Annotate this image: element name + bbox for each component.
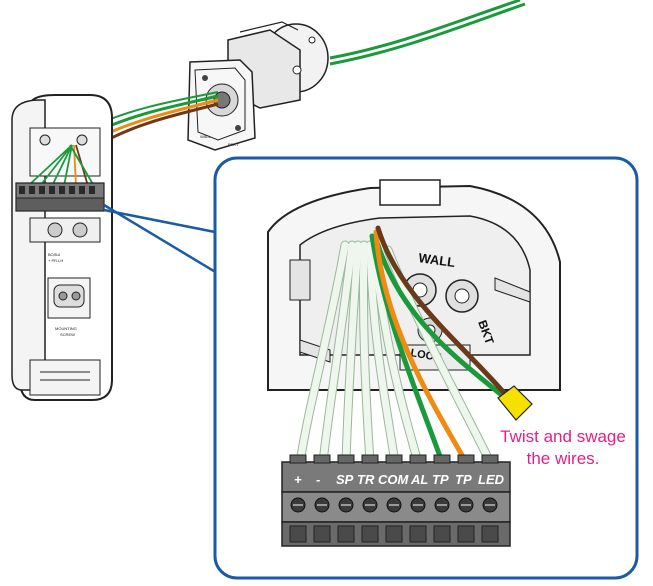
instruction-line-2: the wires. — [526, 449, 600, 468]
terminal-label-led: LED — [478, 472, 505, 487]
terminal-label-plus: + — [294, 472, 302, 487]
twist-swage-instruction: Twist and swage the wires. — [478, 426, 648, 470]
svg-text:BRKT: BRKT — [228, 142, 239, 147]
brown-wire — [375, 225, 513, 403]
mounting-bracket: WALL BRKT — [187, 59, 256, 151]
terminal-screw-icon — [290, 497, 498, 513]
incoming-cable — [329, 0, 526, 66]
svg-text:SCREW: SCREW — [60, 332, 75, 337]
terminal-label-com: COM — [378, 472, 410, 487]
enclosure-closeup: WALL BKT LOCK — [267, 179, 561, 391]
terminal-label-tr: TR — [357, 472, 375, 487]
terminal-label-minus: - — [316, 472, 320, 487]
active-wires — [369, 225, 513, 465]
svg-text:ВОЛШ: ВОЛШ — [48, 252, 60, 257]
terminal-label-tp2: TP — [455, 472, 472, 487]
green-wire-2 — [372, 233, 508, 401]
terminal-block: + - SP TR COM AL TP TP LED — [281, 454, 511, 547]
terminal-label-al: AL — [410, 472, 428, 487]
orange-wire — [373, 229, 469, 465]
svg-text:WALL: WALL — [200, 134, 212, 139]
svg-text:+ PR.LH: + PR.LH — [48, 258, 63, 263]
terminal-label-sp: SP — [336, 472, 354, 487]
svg-text:MOUNTING: MOUNTING — [55, 326, 77, 331]
terminal-label-tp1: TP — [432, 472, 449, 487]
green-wire — [369, 233, 445, 465]
doorbell-device: ВОЛШ + PR.LH MOUNTING SCREW — [11, 94, 113, 401]
instruction-line-1: Twist and swage — [500, 427, 626, 446]
wall-engraving: WALL — [418, 250, 457, 270]
twist-connector-icon — [497, 385, 533, 421]
